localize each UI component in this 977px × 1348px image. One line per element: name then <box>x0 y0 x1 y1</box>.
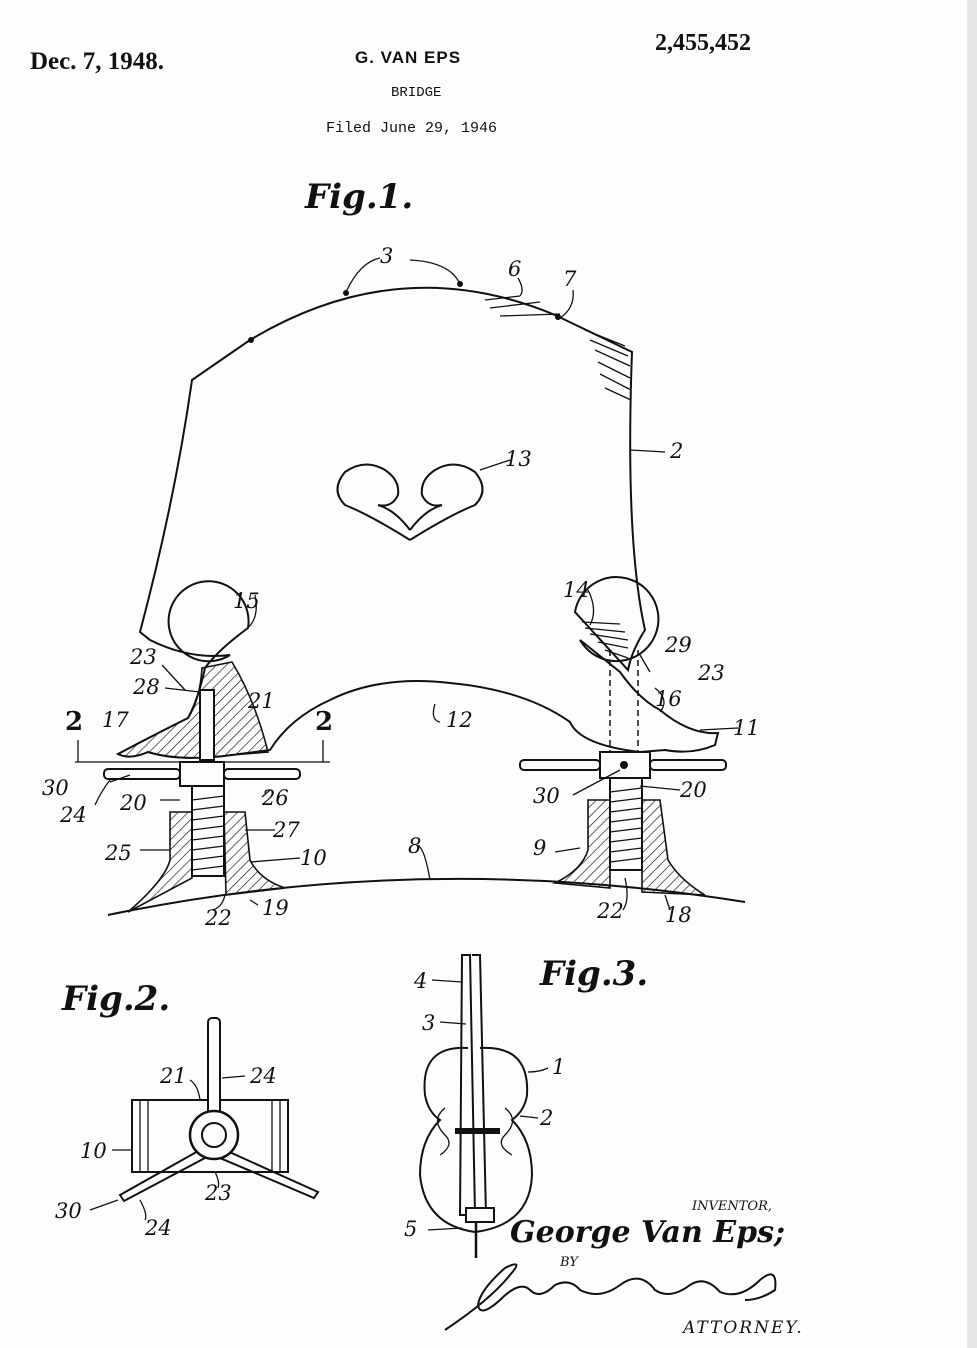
reference-numeral: 19 <box>262 896 289 920</box>
reference-numeral: 23 <box>204 1181 232 1205</box>
patent-number: 2,455,452 <box>655 30 751 56</box>
reference-numeral: 24 <box>249 1064 277 1088</box>
reference-numeral: 11 <box>733 716 760 740</box>
patent-subject: BRIDGE <box>391 85 442 101</box>
reference-numeral: 13 <box>505 447 532 471</box>
scan-edge <box>967 0 977 1348</box>
fig1-reference-numerals: 3 6 7 2 13 15 14 23 28 21 29 23 16 2 17 … <box>42 244 760 930</box>
reference-numeral: 26 <box>261 786 289 810</box>
reference-numeral: 27 <box>272 818 300 842</box>
signature-block: INVENTOR, George Van Eps; BY ATTORNEY. <box>444 1199 804 1338</box>
reference-numeral: 16 <box>655 687 682 711</box>
reference-numeral: 14 <box>563 578 590 602</box>
reference-numeral: 3 <box>380 244 393 268</box>
fig3-title: Fig.3. <box>539 954 648 994</box>
reference-numeral: 6 <box>508 257 521 281</box>
reference-numeral: 2 <box>539 1106 553 1130</box>
reference-numeral: 25 <box>104 841 132 865</box>
reference-numeral: 8 <box>408 834 421 858</box>
reference-numeral: 30 <box>42 776 69 800</box>
patent-date: Dec. 7, 1948. <box>30 48 164 75</box>
reference-numeral: 29 <box>664 633 692 657</box>
reference-numeral: 4 <box>413 969 427 993</box>
reference-numeral: 5 <box>404 1217 417 1241</box>
reference-numeral: 2 <box>65 707 83 737</box>
reference-numeral: 23 <box>697 661 725 685</box>
reference-numeral: 20 <box>119 791 147 815</box>
reference-numeral: 10 <box>300 846 327 870</box>
reference-numeral: 7 <box>563 267 577 291</box>
fig2-drawing: 21 24 10 23 30 24 <box>55 1017 320 1240</box>
reference-numeral: 23 <box>129 645 157 669</box>
reference-numeral: 12 <box>446 708 473 732</box>
reference-numeral: 18 <box>665 903 692 927</box>
reference-numeral: 15 <box>233 589 260 613</box>
fig1-title: Fig.1. <box>304 177 413 217</box>
reference-numeral: ATTORNEY. <box>681 1318 804 1338</box>
reference-numeral: 30 <box>55 1199 82 1223</box>
reference-numeral: 24 <box>59 803 87 827</box>
reference-numeral: 20 <box>679 778 707 802</box>
reference-numeral: 3 <box>422 1011 435 1035</box>
reference-numeral: 22 <box>596 899 624 923</box>
fig3-double-bass: 4 3 1 2 5 <box>404 954 565 1258</box>
reference-numeral: 2 <box>315 707 333 737</box>
reference-numeral: 2 <box>669 439 683 463</box>
reference-numeral: 21 <box>159 1064 187 1088</box>
reference-numeral: 10 <box>80 1139 107 1163</box>
reference-numeral: 21 <box>247 689 275 713</box>
inventor-header: G. VAN EPS <box>355 48 462 67</box>
reference-numeral: 17 <box>102 708 129 732</box>
reference-numeral: 22 <box>204 906 232 930</box>
reference-numeral: BY <box>559 1255 579 1270</box>
reference-numeral: INVENTOR, <box>691 1199 772 1214</box>
filing-date: Filed June 29, 1946 <box>326 120 498 137</box>
reference-numeral: 9 <box>533 836 546 860</box>
reference-numeral: 28 <box>132 675 160 699</box>
fig2-title: Fig.2. <box>61 979 170 1019</box>
reference-numeral: 30 <box>533 784 560 808</box>
reference-numeral: George Van Eps; <box>510 1215 785 1250</box>
attorney-signature <box>444 1263 777 1331</box>
reference-numeral: 24 <box>144 1216 172 1240</box>
reference-numeral: 1 <box>552 1055 565 1079</box>
fig1-bridge <box>75 257 746 916</box>
